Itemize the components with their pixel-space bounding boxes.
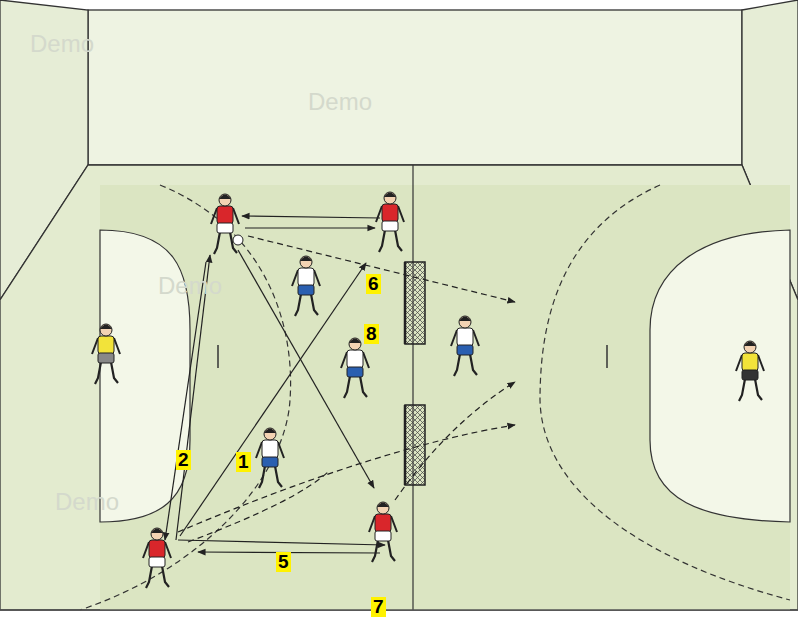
player-figure xyxy=(736,341,764,401)
free-throw-line xyxy=(80,185,291,610)
playing-area xyxy=(100,185,790,610)
run-arrows xyxy=(178,236,515,542)
penalty-mark xyxy=(217,345,219,368)
player-figure xyxy=(341,338,369,398)
watermark: Demo xyxy=(55,488,119,516)
player-figure xyxy=(451,316,479,376)
callout-number: 5 xyxy=(276,552,291,572)
player-figure xyxy=(256,428,284,488)
callout-number: 8 xyxy=(364,324,379,344)
player-figure xyxy=(292,256,320,316)
pass-arrows xyxy=(165,216,385,553)
callout-number: 1 xyxy=(236,452,251,472)
player-figure xyxy=(92,324,120,384)
players xyxy=(92,192,764,588)
floor-edge xyxy=(0,609,798,611)
floor xyxy=(0,165,798,610)
player-figure xyxy=(369,502,397,562)
small-goal xyxy=(405,262,425,344)
callout-number: 7 xyxy=(371,597,386,617)
free-throw-line xyxy=(540,185,790,600)
watermark: Demo xyxy=(308,88,372,116)
watermark: Demo xyxy=(30,30,94,58)
watermark: Demo xyxy=(158,272,222,300)
back-wall xyxy=(88,10,742,165)
callout-number: 6 xyxy=(366,274,381,294)
player-figure xyxy=(376,192,404,252)
penalty-mark xyxy=(606,345,608,368)
center-line xyxy=(412,165,413,610)
player-figure xyxy=(143,528,171,588)
player-figure xyxy=(211,194,239,254)
ball xyxy=(233,235,243,245)
right-goal-area xyxy=(650,230,790,522)
callout-number: 2 xyxy=(176,450,191,470)
